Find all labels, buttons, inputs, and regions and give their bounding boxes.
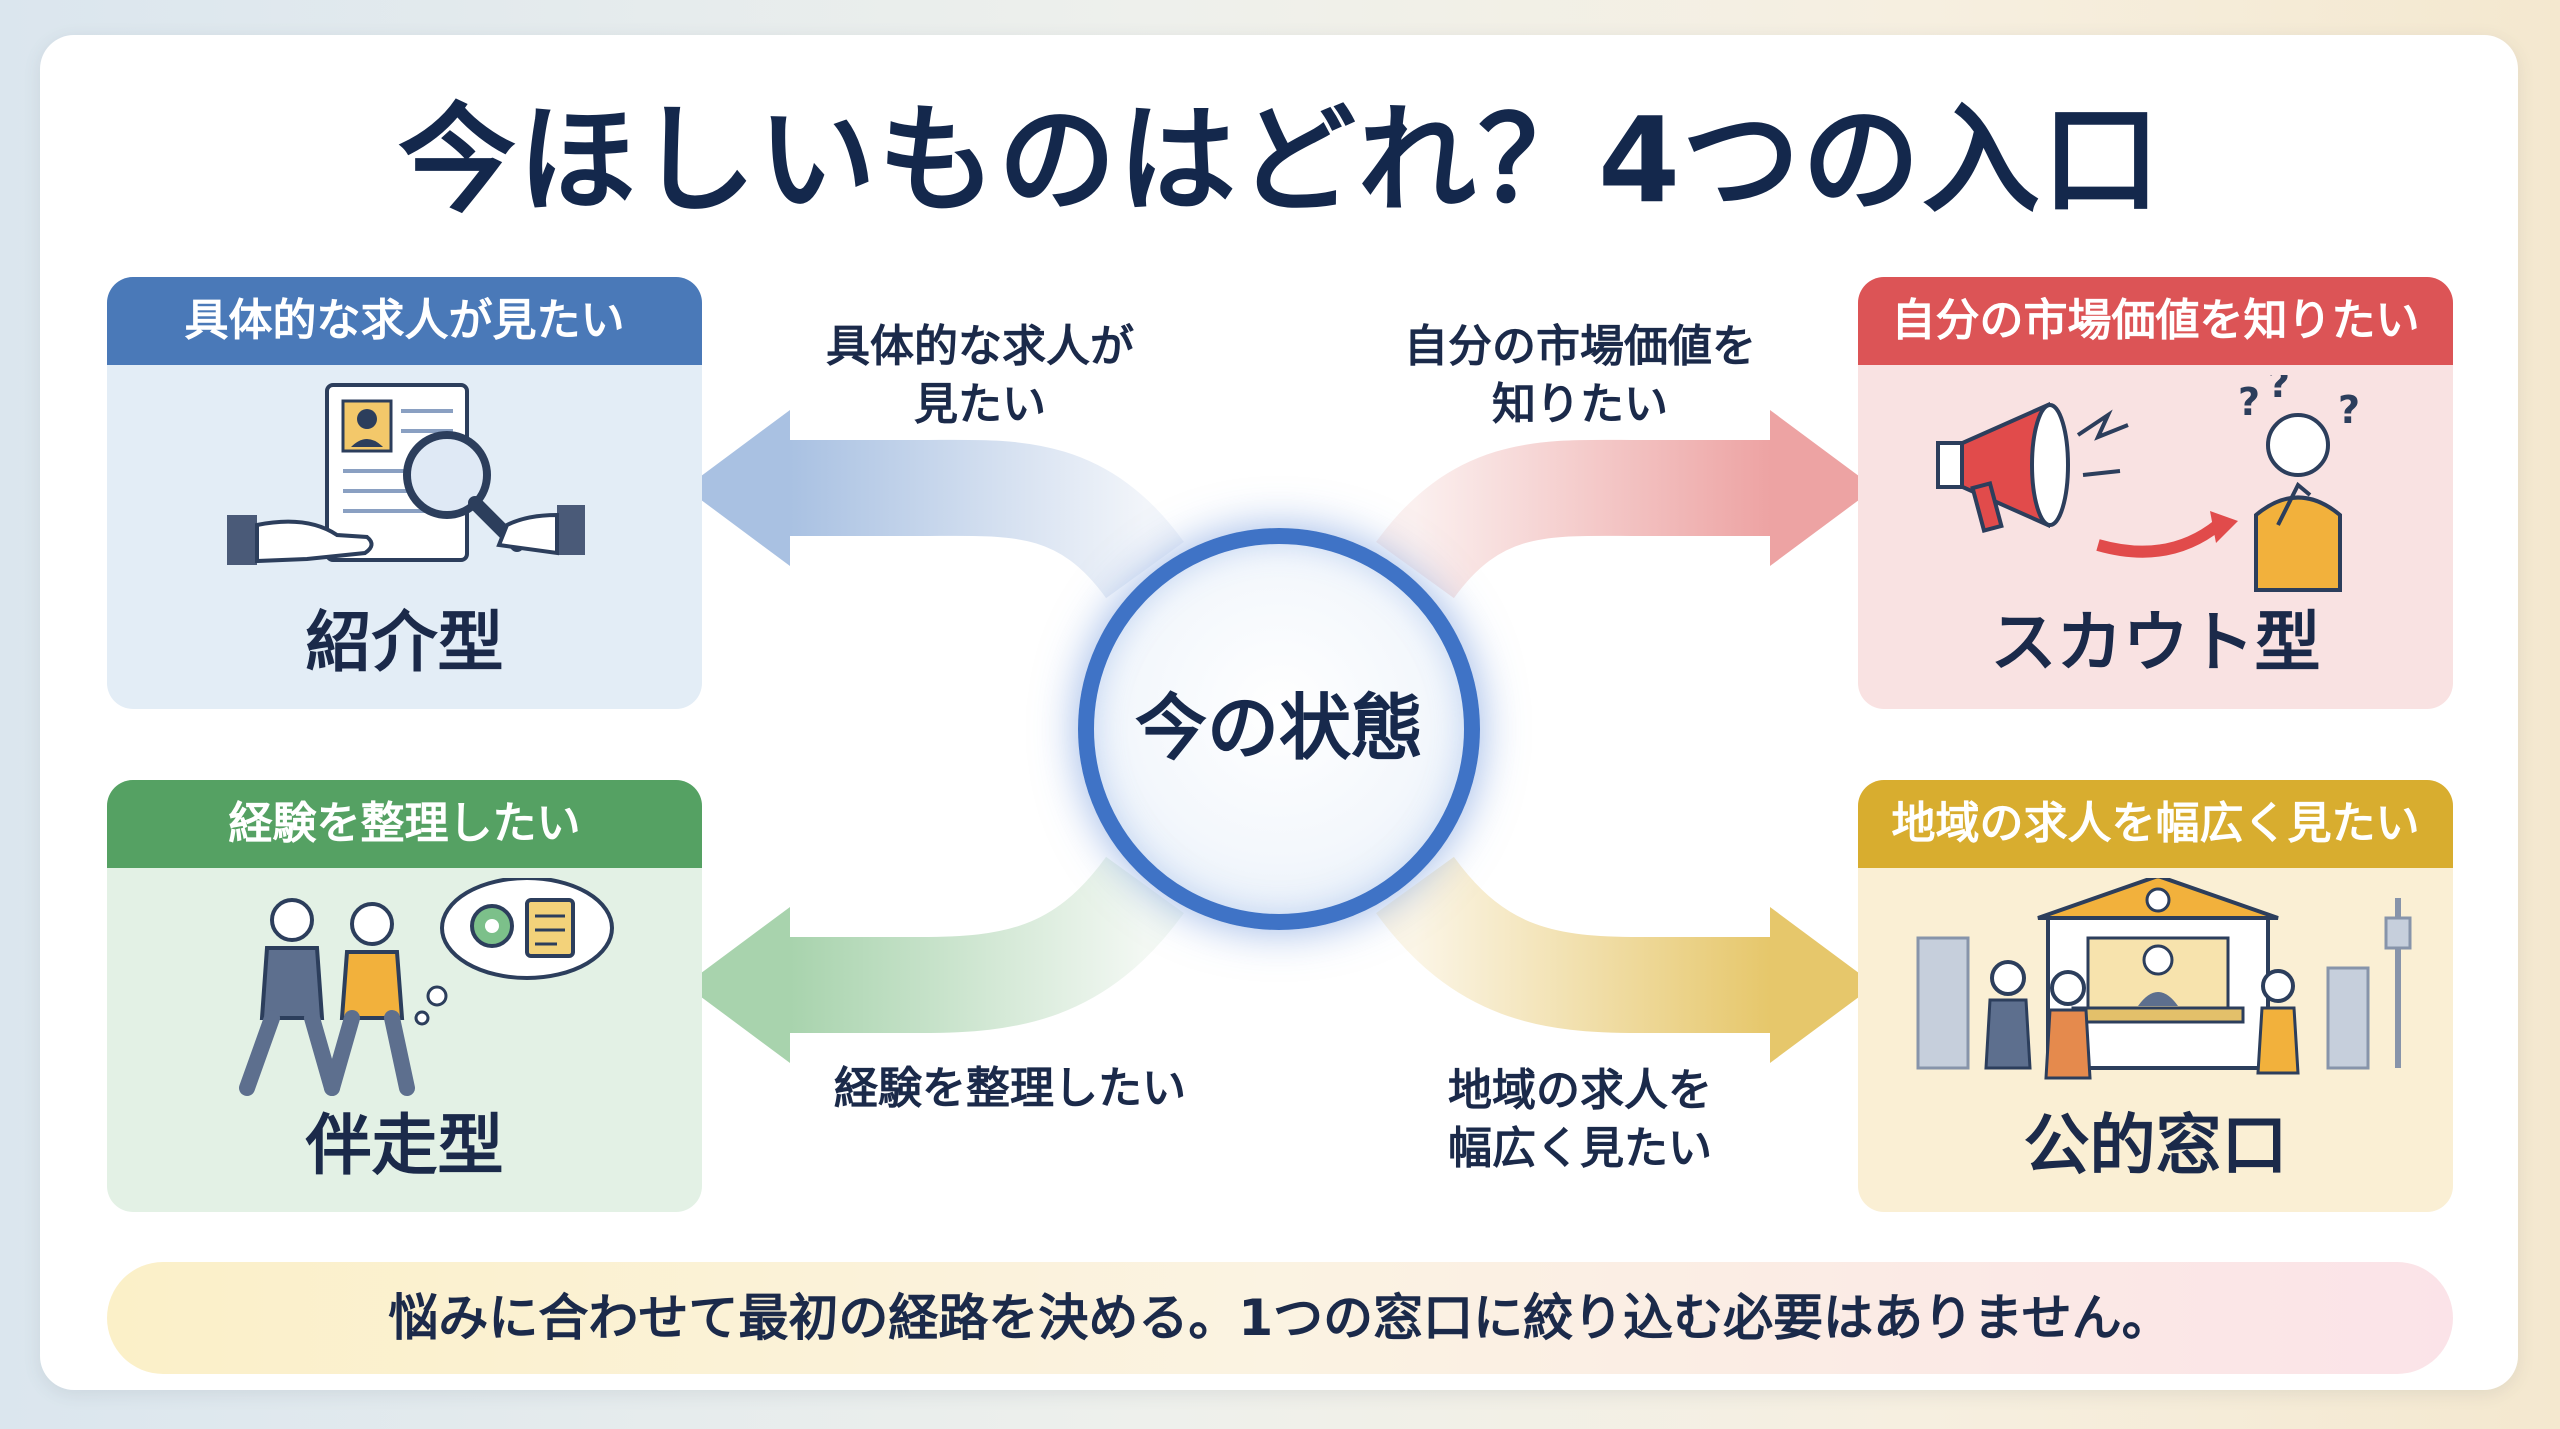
current-state-label: 今の状態 xyxy=(1134,686,1423,770)
route-name: 伴走型 xyxy=(305,1107,504,1184)
svg-text:?: ? xyxy=(2238,380,2260,424)
arrow-top-left xyxy=(685,410,1184,600)
svg-text:?: ? xyxy=(2338,388,2360,432)
page-title: 今ほしいものはどれ？4つの入口 xyxy=(397,91,2163,229)
walking-advisor-icon xyxy=(239,878,614,1096)
route-card-scout[interactable]: 自分の市場価値を知りたい ? ? ? スカウト型 xyxy=(1858,277,2453,709)
route-header: 経験を整理したい xyxy=(107,780,702,868)
route-card-koteki[interactable]: 地域の求人を幅広く見たい 公的窓口 xyxy=(1858,780,2453,1212)
route-card-shokai[interactable]: 具体的な求人が見たい 紹介型 xyxy=(107,277,702,709)
route-card-banso[interactable]: 経験を整理したい 伴走型 xyxy=(107,780,702,1212)
route-header: 具体的な求人が見たい xyxy=(107,277,702,365)
job-search-handshake-icon xyxy=(227,383,585,565)
arrow-bottom-right xyxy=(1376,856,1875,1063)
route-name: 紹介型 xyxy=(305,604,504,681)
route-header: 自分の市場価値を知りたい xyxy=(1858,277,2453,365)
arrow-label-koteki: 地域の求人を 幅広く見たい xyxy=(1448,1065,1712,1174)
route-name: スカウト型 xyxy=(1990,604,2321,681)
public-office-icon xyxy=(1916,878,2412,1080)
route-name: 公的窓口 xyxy=(2023,1107,2288,1184)
route-header: 地域の求人を幅広く見たい xyxy=(1858,780,2453,868)
arrow-label-shokai: 具体的な求人が 見たい xyxy=(826,321,1134,430)
footer-text: 悩みに合わせて最初の経路を決める。1つの窓口に絞り込む必要はありません。 xyxy=(388,1289,2172,1347)
footer-banner xyxy=(107,1262,2453,1374)
arrow-top-right xyxy=(1376,410,1875,600)
arrow-label-banso: 経験を整理したい xyxy=(834,1063,1186,1114)
arrow-label-scout: 自分の市場価値を 知りたい xyxy=(1404,321,1756,430)
arrow-bottom-left xyxy=(685,856,1184,1063)
svg-text:?: ? xyxy=(2268,375,2290,406)
megaphone-question-icon: ? ? ? xyxy=(1936,375,2360,592)
